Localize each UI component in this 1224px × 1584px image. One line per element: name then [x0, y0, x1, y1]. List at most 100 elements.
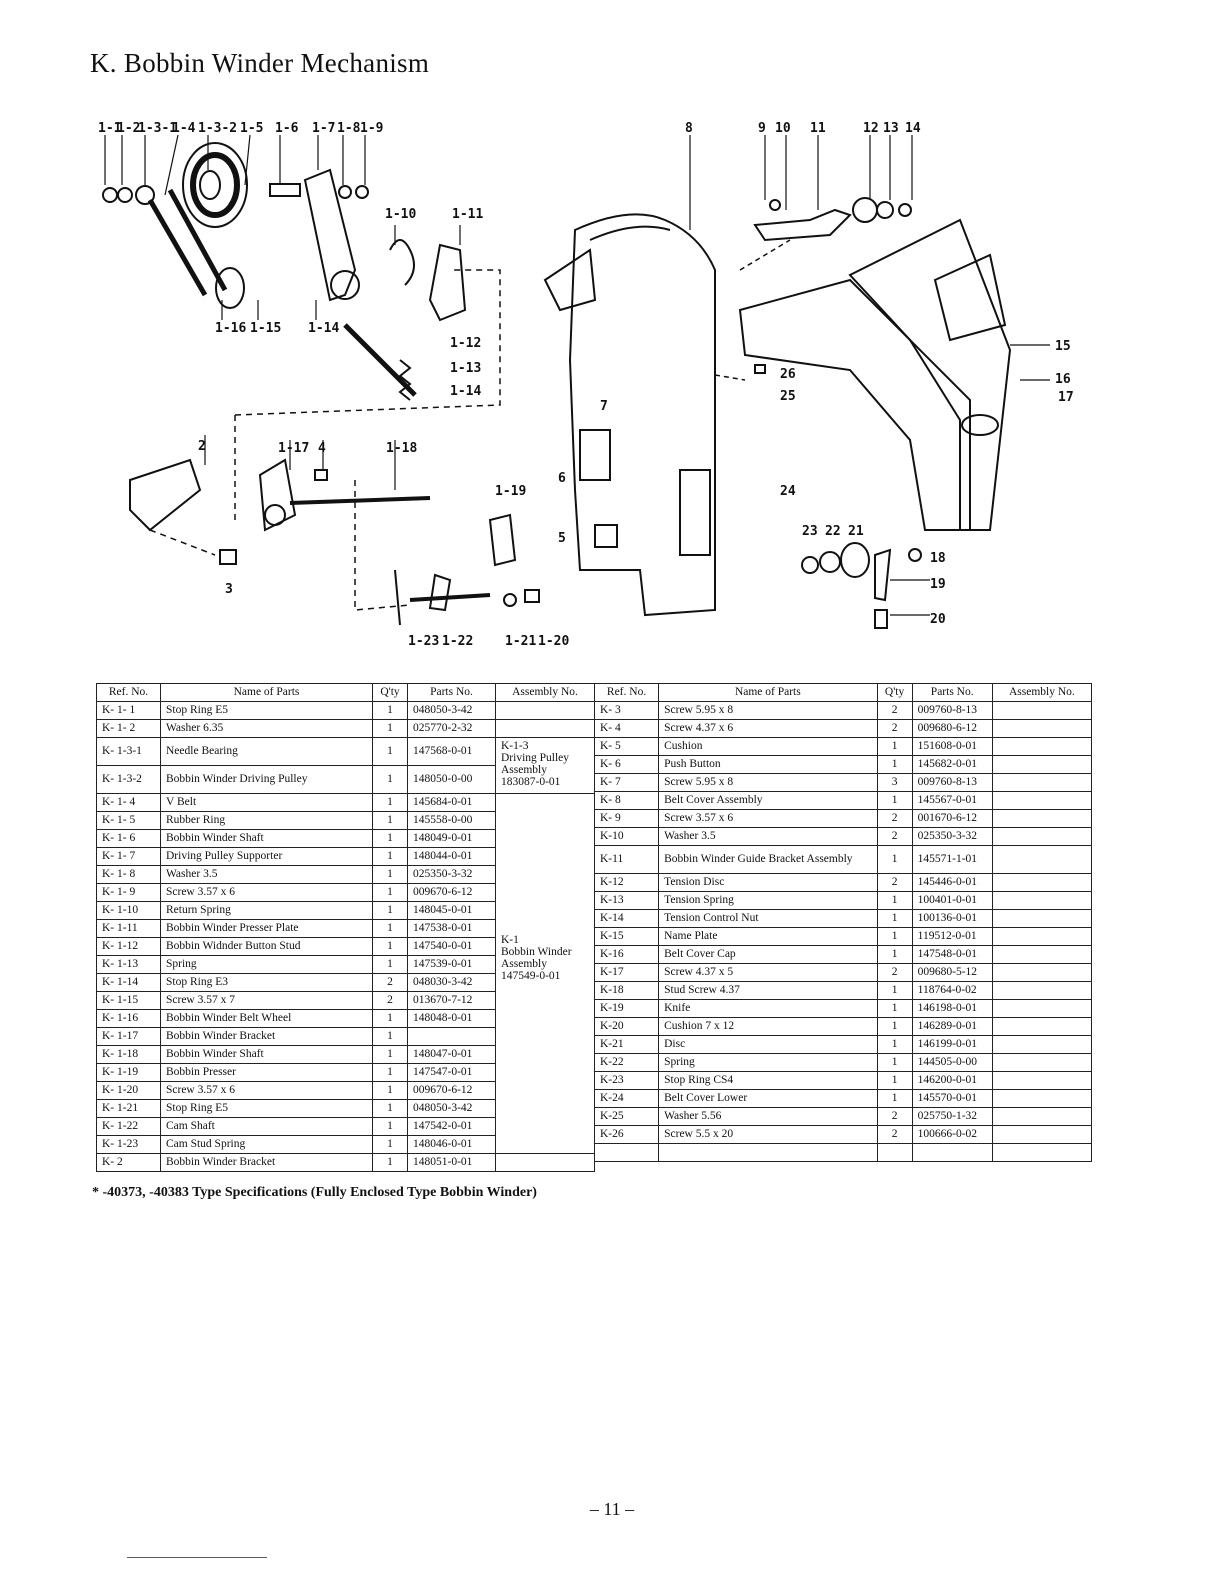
callout-6: 6 [558, 471, 566, 486]
parts-no-cell: 147568-0-01 [407, 737, 496, 766]
callout-8: 8 [685, 121, 693, 136]
callout-1-13: 1-13 [450, 361, 481, 376]
part-name-cell: Stop Ring CS4 [658, 1071, 878, 1090]
ref-no-cell: K- 1-17 [96, 1027, 161, 1046]
callout-25: 25 [780, 389, 796, 404]
part-name-cell: Tension Spring [658, 891, 878, 910]
qty-cell: 2 [372, 973, 408, 992]
part-name-cell: Screw 3.57 x 6 [160, 1081, 373, 1100]
ref-no-cell: K- 2 [96, 1153, 161, 1172]
col-assembly-no: Assembly No. [991, 683, 1093, 702]
qty-cell: 1 [876, 845, 913, 874]
callout-24: 24 [780, 484, 796, 499]
name-plate-drawing [848, 218, 1012, 531]
assembly-cell [991, 773, 1093, 792]
part-name-cell: Bobbin Winder Bracket [160, 1027, 373, 1046]
callout-1-6: 1-6 [275, 121, 299, 136]
ref-no-cell: K-15 [593, 927, 660, 946]
qty-cell: 1 [876, 1089, 913, 1108]
part-name-cell: Tension Disc [658, 873, 878, 892]
qty-cell: 2 [876, 827, 913, 846]
part-name-cell: Cushion [658, 737, 878, 756]
callout-1-1: 1-1 [98, 121, 122, 136]
part-name-cell: Screw 3.57 x 6 [160, 883, 373, 902]
callout-3: 3 [225, 582, 233, 597]
parts-no-cell: 145446-0-01 [911, 873, 993, 892]
qty-cell: 1 [372, 1027, 408, 1046]
part-name-cell: Tension Control Nut [658, 909, 878, 928]
assembly-cell [991, 1017, 1093, 1036]
parts-no-cell: 148045-0-01 [407, 901, 496, 920]
ref-no-cell: K- 1-14 [96, 973, 161, 992]
callout-1-15: 1-15 [250, 321, 281, 336]
callout-1-10: 1-10 [385, 207, 416, 222]
assembly-cell [991, 1053, 1093, 1072]
parts-no-cell: 119512-0-01 [911, 927, 993, 946]
ref-no-cell: K- 1-3-2 [96, 765, 161, 794]
ref-no-cell: K- 6 [593, 755, 660, 774]
callout-1-7: 1-7 [312, 121, 335, 136]
assembly-cell [991, 1107, 1093, 1126]
callout-13: 13 [883, 121, 899, 136]
qty-cell: 1 [876, 999, 913, 1018]
parts-no-cell: 100136-0-01 [911, 909, 993, 928]
callout-1-14-top: 1-14 [308, 321, 339, 336]
parts-no-cell [407, 1027, 496, 1046]
parts-no-cell: 009680-6-12 [911, 719, 993, 738]
ref-no-cell: K- 1-16 [96, 1009, 161, 1028]
ref-no-cell: K- 1- 4 [96, 793, 161, 812]
ref-no-cell: K- 1-22 [96, 1117, 161, 1136]
parts-no-cell: 146289-0-01 [911, 1017, 993, 1036]
part-name-cell: Screw 5.95 x 8 [658, 773, 878, 792]
ref-no-cell: K- 4 [593, 719, 660, 738]
col-name-of-parts: Name of Parts [160, 683, 373, 702]
assembly-cell [991, 809, 1093, 828]
part-name-cell: Screw 3.57 x 7 [160, 991, 373, 1010]
part-name-cell: Belt Cover Cap [658, 945, 878, 964]
parts-no-cell: 146199-0-01 [911, 1035, 993, 1054]
callout-12: 12 [863, 121, 879, 136]
parts-no-cell: 009670-6-12 [407, 1081, 496, 1100]
qty-cell: 1 [372, 937, 408, 956]
part-name-cell: Washer 3.5 [658, 827, 878, 846]
parts-no-cell: 048030-3-42 [407, 973, 496, 992]
parts-no-cell: 147539-0-01 [407, 955, 496, 974]
assembly-line: Driving Pulley [501, 752, 570, 764]
ref-no-cell: K- 5 [593, 737, 660, 756]
assembly-line: 147549-0-01 [501, 970, 561, 982]
qty-cell: 1 [372, 1099, 408, 1118]
callout-7: 7 [600, 399, 608, 414]
part-name-cell: V Belt [160, 793, 373, 812]
callout-1-4: 1-4 [172, 121, 196, 136]
callout-14: 14 [905, 121, 921, 136]
callout-11: 11 [810, 121, 826, 136]
qty-cell: 2 [372, 991, 408, 1010]
part-name-cell: Bobbin Winder Presser Plate [160, 919, 373, 938]
parts-table-right: Ref. No. Name of Parts Q'ty Parts No. As… [593, 683, 1093, 1162]
ref-no-cell: K- 1- 8 [96, 865, 161, 884]
col-assembly-no: Assembly No. [495, 683, 595, 702]
part-name-cell: Rubber Ring [160, 811, 373, 830]
ref-no-cell: K- 1- 1 [96, 701, 161, 720]
assembly-cell [991, 755, 1093, 774]
qty-cell: 1 [372, 847, 408, 866]
ref-no-cell: K- 1-23 [96, 1135, 161, 1154]
pulley-supporter-drawing [303, 168, 357, 302]
assembly-cell [991, 827, 1093, 846]
part-name-cell: Spring [160, 955, 373, 974]
col-parts-no: Parts No. [407, 683, 496, 702]
qty-cell: 1 [372, 955, 408, 974]
assembly-line: K-1 [501, 934, 519, 946]
ref-no-cell: K-23 [593, 1071, 660, 1090]
ref-no-cell: K- 1- 2 [96, 719, 161, 738]
divider [127, 1557, 267, 1558]
parts-no-cell: 148048-0-01 [407, 1009, 496, 1028]
